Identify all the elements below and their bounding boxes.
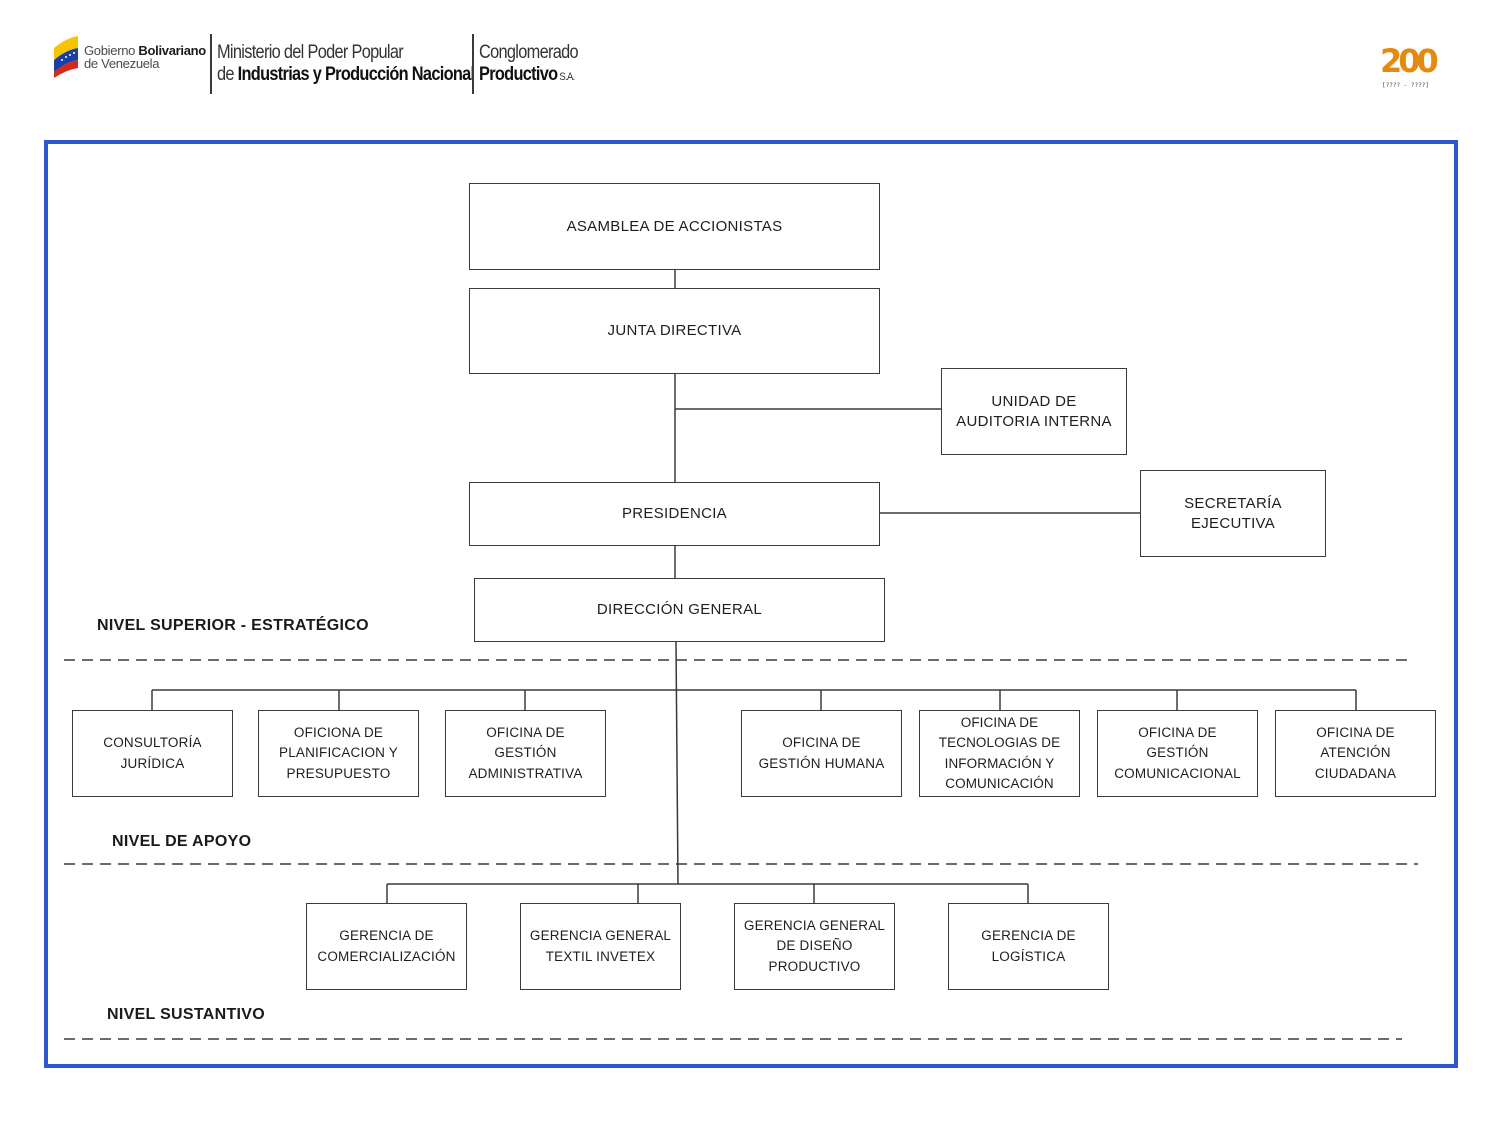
anniversary-logo-icon: 200 [???? - ????] <box>1380 42 1439 89</box>
level-label-superior: NIVEL SUPERIOR - ESTRATÉGICO <box>97 617 369 634</box>
box-comercializacion: GERENCIA DE COMERCIALIZACIÓN <box>306 903 467 990</box>
box-logistica: GERENCIA DE LOGÍSTICA <box>948 903 1109 990</box>
box-tecnologias-informacion: OFICINA DE TECNOLOGIAS DE INFORMACIÓN Y … <box>919 710 1080 797</box>
box-label: CONSULTORÍA JURÍDICA <box>103 735 202 771</box>
box-gestion-humana: OFICINA DE GESTIÓN HUMANA <box>741 710 902 797</box>
box-label: GERENCIA GENERAL DE DISEÑO PRODUCTIVO <box>743 917 886 974</box>
box-label: OFICINA DE GESTIÓN HUMANA <box>758 735 885 771</box>
box-auditoria-interna: UNIDAD DE AUDITORIA INTERNA <box>941 368 1127 455</box>
box-atencion-ciudadana: OFICINA DE ATENCIÓN CIUDADANA <box>1275 710 1436 797</box>
venezuela-flag-icon <box>54 36 78 78</box>
government-label: Gobierno Bolivariano de Venezuela <box>84 43 206 71</box>
box-label: ASAMBLEA DE ACCIONISTAS <box>566 217 783 235</box>
header-separator <box>210 34 212 94</box>
box-label: OFICINA DE GESTIÓN COMUNICACIONAL <box>1114 724 1241 781</box>
box-label: OFICINA DE TECNOLOGIAS DE INFORMACIÓN Y … <box>938 714 1061 792</box>
box-label: GERENCIA DE LOGÍSTICA <box>981 928 1076 964</box>
box-direccion-general: DIRECCIÓN GENERAL <box>474 578 885 642</box>
box-label: OFICINA DE GESTIÓN ADMINISTRATIVA <box>468 724 583 781</box>
box-gestion-comunicacional: OFICINA DE GESTIÓN COMUNICACIONAL <box>1097 710 1258 797</box>
box-planificacion-presupuesto: OFICIONA DE PLANIFICACION Y PRESUPUESTO <box>258 710 419 797</box>
level-label-sustantivo: NIVEL SUSTANTIVO <box>107 1006 266 1023</box>
header-separator <box>472 34 474 94</box>
box-label: SECRETARÍA EJECUTIVA <box>1184 494 1282 532</box>
org-chart-frame <box>44 140 1458 1068</box>
box-gestion-administrativa: OFICINA DE GESTIÓN ADMINISTRATIVA <box>445 710 606 797</box>
box-junta-directiva: JUNTA DIRECTIVA <box>469 288 880 374</box>
box-label: PRESIDENCIA <box>622 505 727 522</box>
box-label: OFICIONA DE PLANIFICACION Y PRESUPUESTO <box>278 724 399 781</box>
box-textil-invetex: GERENCIA GENERAL TEXTIL INVETEX <box>520 903 681 990</box>
box-label: GERENCIA DE COMERCIALIZACIÓN <box>317 928 456 964</box>
box-consultoria-juridica: CONSULTORÍA JURÍDICA <box>72 710 233 797</box>
box-label: GERENCIA GENERAL TEXTIL INVETEX <box>529 928 672 964</box>
box-label: JUNTA DIRECTIVA <box>607 322 742 339</box>
box-diseno-productivo: GERENCIA GENERAL DE DISEÑO PRODUCTIVO <box>734 903 895 990</box>
ministry-label: Ministerio del Poder Popular de Industri… <box>217 42 475 85</box>
conglomerate-label: Conglomerado Productivo S.A. <box>479 42 579 85</box>
level-label-apoyo: NIVEL DE APOYO <box>112 833 252 850</box>
box-label: DIRECCIÓN GENERAL <box>596 601 763 618</box>
box-secretaria-ejecutiva: SECRETARÍA EJECUTIVA <box>1140 470 1326 557</box>
level-dividers <box>64 659 1418 1040</box>
box-presidencia: PRESIDENCIA <box>469 482 880 546</box>
box-asamblea: ASAMBLEA DE ACCIONISTAS <box>469 183 880 270</box>
box-label: UNIDAD DE AUDITORIA INTERNA <box>956 392 1112 430</box>
page-header: Gobierno Bolivariano de Venezuela Minist… <box>0 0 1500 130</box>
box-label: OFICINA DE ATENCIÓN CIUDADANA <box>1314 724 1397 781</box>
